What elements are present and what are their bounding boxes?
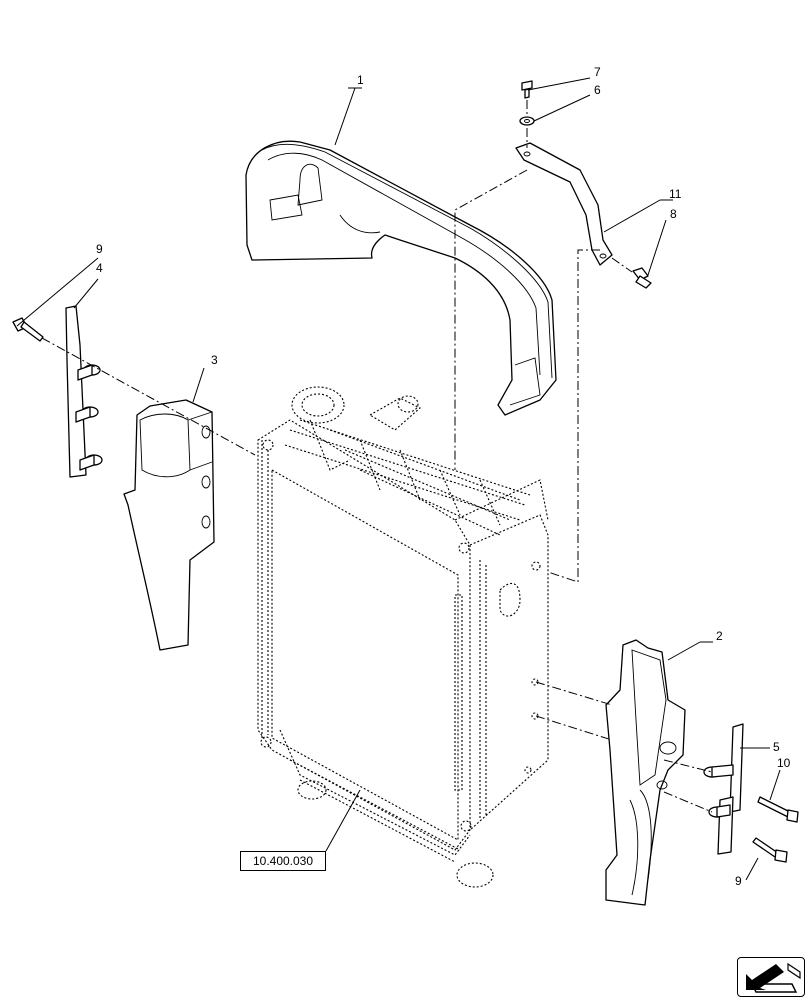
arrow-glyph [746, 962, 801, 993]
bolt-part-7 [521, 80, 533, 99]
radiator-core [257, 386, 549, 888]
callout-8: 8 [670, 207, 677, 221]
washer-part-6 [519, 116, 535, 126]
callout-10: 10 [777, 756, 791, 770]
leader-lines [16, 77, 781, 881]
top-shroud-part-1 [245, 140, 557, 416]
bolt-part-10 [757, 796, 799, 823]
assembly-centerlines [41, 100, 713, 813]
right-side-shroud-part-2 [605, 639, 686, 906]
callout-4: 4 [96, 261, 103, 275]
bolt-part-9-left [12, 317, 44, 342]
callout-9-right: 9 [735, 874, 742, 888]
callout-3: 3 [211, 353, 218, 367]
bolt-part-8 [632, 267, 652, 289]
left-side-shroud-part-3 [123, 399, 215, 651]
reference-link-box[interactable]: 10.400.030 [240, 851, 326, 871]
callout-2: 2 [716, 629, 723, 643]
bracket-part-11 [515, 142, 613, 266]
callout-5: 5 [773, 740, 780, 754]
bolt-part-9-right [752, 837, 788, 863]
right-mounting-strap-part-5 [703, 723, 744, 855]
callout-labels: 1 7 6 11 8 9 4 3 2 5 10 9 [96, 65, 791, 888]
left-mounting-strap-part-4 [65, 305, 103, 478]
callout-1: 1 [357, 73, 364, 87]
callout-6: 6 [594, 83, 601, 97]
callout-11: 11 [669, 187, 682, 201]
next-page-arrow-icon[interactable] [737, 957, 805, 997]
callout-7: 7 [594, 65, 601, 79]
callout-9-left: 9 [96, 242, 103, 256]
